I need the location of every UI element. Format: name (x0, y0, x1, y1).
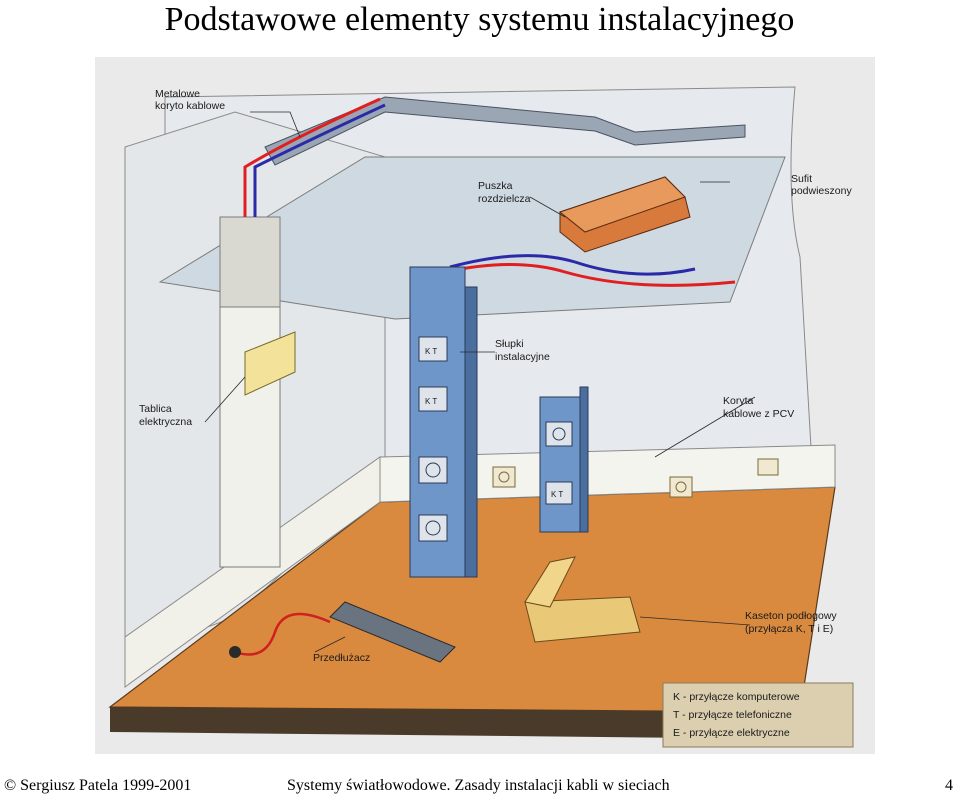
cable-red (243, 97, 381, 217)
legend-item-t: T - przyłącze telefoniczne (673, 709, 792, 721)
label-panel-1: Tablica (139, 403, 172, 415)
label-ceiling-1: Sufit (791, 173, 812, 185)
label-panel-2: elektryczna (139, 416, 192, 428)
label-pvc-trays-1: Koryta (723, 395, 754, 407)
label-floor-box-1: Kaseton podłogowy (745, 610, 837, 622)
legend-item-e: E - przyłącze elektryczne (673, 727, 790, 739)
label-columns-2: instalacyjne (495, 351, 550, 363)
extension-cord (234, 612, 331, 656)
pvc-skirting-left (124, 456, 381, 688)
legend-item-k: K - przyłącze komputerowe (673, 691, 800, 703)
skirting-kt-socket (757, 458, 779, 476)
kt-socket-label: K T (551, 490, 563, 499)
slide-title: Podstawowe elementy systemu instalacyjne… (164, 1, 795, 38)
metal-cable-tray (264, 96, 746, 166)
footer-page-number: 4 (945, 777, 953, 794)
installation-column-small-side (579, 386, 589, 533)
callout-lines (204, 111, 756, 653)
footer-course-title: Systemy światłowodowe. Zasady instalacji… (287, 777, 670, 794)
label-junction-box-2: rozdzielcza (478, 193, 531, 205)
footer-copyright: © Sergiusz Patela 1999-2001 (4, 777, 192, 794)
kt-socket-label: K T (425, 397, 437, 406)
skirting-e-socket-1 (492, 466, 516, 488)
installation-column-large-side (464, 286, 478, 578)
floor-box (524, 596, 641, 643)
cable-blue-ceiling (449, 254, 696, 276)
column-large-e-socket-2 (418, 514, 448, 542)
label-ceiling-2: podwieszony (791, 185, 852, 197)
installation-column-small (539, 396, 581, 533)
label-extension: Przedłużacz (313, 652, 370, 664)
cable-blue (253, 103, 386, 217)
column-small-e-socket (545, 421, 573, 447)
label-floor-box-2: (przyłącza K, T i E) (745, 623, 833, 635)
label-metal-tray-2: koryto kablowe (155, 100, 225, 112)
column-small-kt-socket: K T (545, 481, 573, 505)
junction-box-top (558, 176, 686, 233)
electrical-panel (244, 331, 296, 396)
kt-socket-label: K T (425, 347, 437, 356)
plug (229, 646, 241, 658)
slide-footer: © Sergiusz Patela 1999-2001 Systemy świa… (0, 775, 959, 799)
label-columns-1: Słupki (495, 338, 524, 350)
legend-box (662, 682, 854, 748)
label-junction-box-1: Puszka (478, 180, 513, 192)
column-large-kt-socket-2: K T (418, 386, 448, 412)
floor-box-lid (524, 556, 576, 608)
column-large-e-socket-1 (418, 456, 448, 484)
extension-lead (329, 601, 456, 663)
wall-duct-top (219, 216, 281, 308)
cable-red-ceiling (444, 263, 736, 287)
label-pvc-trays-2: kablowe z PCV (723, 408, 794, 420)
installation-diagram: K T K T K T K - przyłącze komp (95, 57, 875, 754)
label-metal-tray-1: Metalowe (155, 88, 200, 100)
column-large-kt-socket-1: K T (418, 336, 448, 362)
floor-edge (110, 707, 800, 739)
skirting-e-socket-2 (669, 476, 693, 498)
